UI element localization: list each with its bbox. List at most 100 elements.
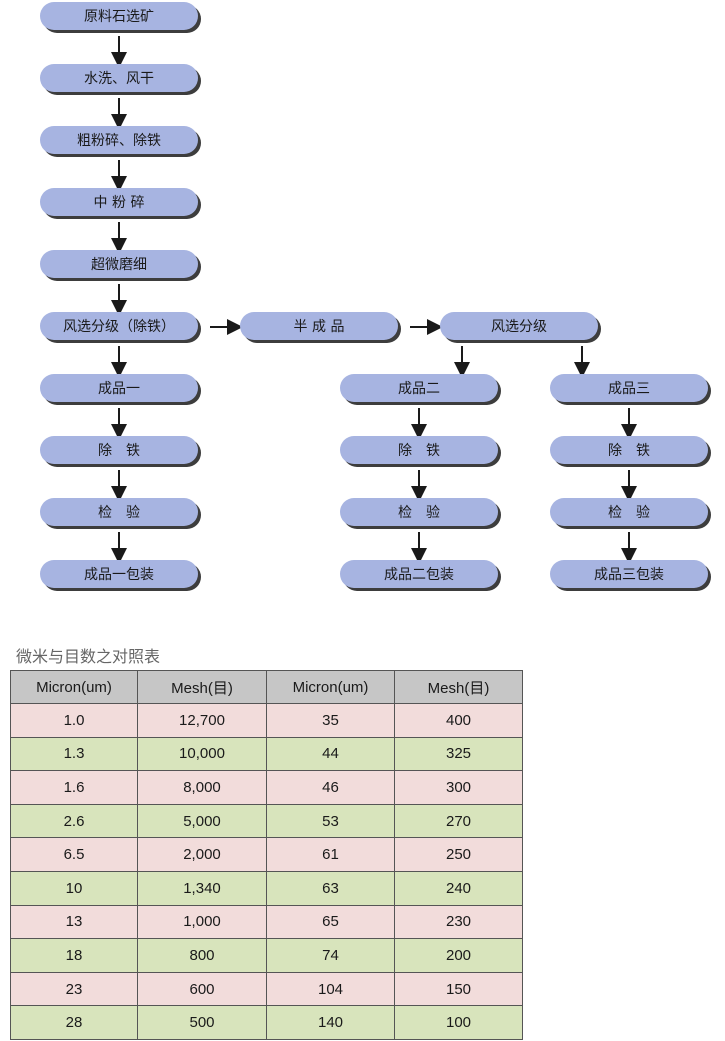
flow-node-branch2-0: 成品二 — [340, 374, 501, 405]
cell-micron: 10 — [10, 870, 138, 906]
node-label: 成品三 — [608, 381, 650, 397]
node-shape — [40, 2, 198, 30]
header-micron-2: Micron(um) — [266, 670, 395, 704]
node-shape — [340, 498, 498, 526]
cell-mesh: 500 — [137, 1005, 267, 1040]
header-micron-1: Micron(um) — [10, 670, 138, 704]
table-title: 微米与目数之对照表 — [16, 647, 161, 666]
node-label: 中 粉 碎 — [94, 195, 145, 211]
cell-micron: 1.6 — [10, 770, 138, 805]
cell-mesh: 300 — [394, 770, 523, 805]
node-shape — [40, 312, 198, 340]
cell-mesh: 150 — [394, 971, 523, 1007]
flow-node-main-4: 超微磨细 — [40, 250, 201, 281]
node-shape — [40, 188, 198, 216]
flow-node-branch3-3: 成品三包装 — [550, 560, 711, 591]
node-label: 成品一包装 — [84, 567, 154, 583]
cell-micron: 18 — [10, 938, 138, 973]
flow-node-branch3-0: 成品三 — [550, 374, 711, 405]
header-mesh-1: Mesh(目) — [137, 670, 267, 704]
cell-mesh: 8,000 — [137, 770, 267, 805]
node-shape — [550, 498, 708, 526]
node-shape — [340, 436, 498, 464]
cell-mesh: 10,000 — [137, 736, 267, 772]
node-label: 风选分级 — [491, 319, 547, 335]
cell-mesh: 600 — [137, 971, 267, 1007]
flow-node-main-5: 风选分级（除铁） — [40, 312, 201, 343]
node-shape — [40, 250, 198, 278]
cell-micron: 35 — [266, 703, 395, 738]
flow-node-main-0: 原料石选矿 — [40, 2, 201, 33]
cell-micron: 104 — [266, 971, 395, 1007]
cell-mesh: 270 — [394, 803, 523, 839]
flow-node-classify: 风选分级 — [440, 312, 601, 343]
cell-mesh: 5,000 — [137, 803, 267, 839]
flow-node-branch3-1: 除 铁 — [550, 436, 711, 467]
cell-micron: 6.5 — [10, 837, 138, 872]
cell-micron: 1.0 — [10, 703, 138, 738]
node-label: 超微磨细 — [91, 257, 147, 273]
node-label: 成品二 — [398, 381, 440, 397]
node-shape — [340, 374, 498, 402]
node-label: 成品三包装 — [594, 567, 664, 583]
node-shape — [440, 312, 598, 340]
node-shape — [550, 560, 708, 588]
node-shape — [40, 126, 198, 154]
node-shape — [550, 374, 708, 402]
cell-micron: 13 — [10, 904, 138, 940]
node-shape — [340, 560, 498, 588]
flow-node-main-6: 成品一 — [40, 374, 201, 405]
cell-mesh: 230 — [394, 904, 523, 940]
cell-mesh: 2,000 — [137, 837, 267, 872]
node-shape — [550, 436, 708, 464]
cell-micron: 65 — [266, 904, 395, 940]
node-label: 成品一 — [98, 381, 140, 397]
flow-node-main-3: 中 粉 碎 — [40, 188, 201, 219]
cell-micron: 74 — [266, 938, 395, 973]
flow-node-branch3-2: 检 验 — [550, 498, 711, 529]
cell-mesh: 12,700 — [137, 703, 267, 738]
node-label: 成品二包装 — [384, 567, 454, 583]
cell-mesh: 1,000 — [137, 904, 267, 940]
cell-mesh: 800 — [137, 938, 267, 973]
node-label: 检 验 — [398, 505, 440, 521]
node-shape — [40, 64, 198, 92]
cell-mesh: 250 — [394, 837, 523, 872]
cell-mesh: 240 — [394, 870, 523, 906]
cell-micron: 63 — [266, 870, 395, 906]
cell-micron: 140 — [266, 1005, 395, 1040]
cell-micron: 53 — [266, 803, 395, 839]
flow-node-branch2-2: 检 验 — [340, 498, 501, 529]
node-label: 除 铁 — [398, 443, 440, 459]
node-label: 检 验 — [608, 505, 650, 521]
node-label: 粗粉碎、除铁 — [77, 133, 161, 149]
flow-node-branch2-1: 除 铁 — [340, 436, 501, 467]
node-label: 原料石选矿 — [84, 9, 154, 25]
node-label: 水洗、风干 — [84, 71, 154, 87]
flow-edges — [111, 36, 637, 564]
node-label: 除 铁 — [608, 443, 650, 459]
node-label: 除 铁 — [98, 443, 140, 459]
cell-micron: 28 — [10, 1005, 138, 1040]
node-shape — [40, 374, 198, 402]
cell-micron: 2.6 — [10, 803, 138, 839]
flow-node-main-9: 成品一包装 — [40, 560, 201, 591]
cell-micron: 44 — [266, 736, 395, 772]
cell-mesh: 200 — [394, 938, 523, 973]
flow-node-main-2: 粗粉碎、除铁 — [40, 126, 201, 157]
node-shape — [240, 312, 398, 340]
cell-micron: 1.3 — [10, 736, 138, 772]
table-header-row: Micron(um) Mesh(目) Micron(um) Mesh(目) — [10, 670, 523, 704]
node-label: 半 成 品 — [294, 319, 345, 335]
cell-micron: 23 — [10, 971, 138, 1007]
